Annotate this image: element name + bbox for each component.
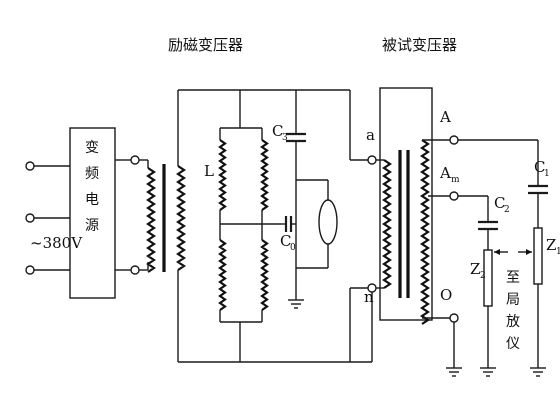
test-primary-coil	[382, 159, 392, 289]
z1-label: Z	[546, 236, 556, 254]
input-terminal-2	[25, 213, 35, 223]
input-terminal-1	[25, 161, 35, 171]
ground-symbol-c3	[288, 299, 304, 309]
test-transformer	[376, 139, 430, 325]
terminal-Am	[449, 191, 459, 201]
ground-symbol-z1	[530, 367, 546, 377]
frequency-converter-label: 变 频 电 源	[85, 140, 99, 234]
terminal-a	[367, 155, 377, 165]
excitation-secondary-coil	[176, 165, 186, 271]
test-secondary-coil	[420, 139, 430, 325]
terminal-a-label: a	[366, 126, 375, 144]
reactor-coil-1	[218, 139, 227, 211]
capacitor-c3	[286, 90, 306, 300]
freq-char-4: 源	[85, 218, 99, 234]
ground-symbol-z2	[480, 367, 496, 377]
signal-arrows	[494, 249, 532, 255]
reactor-label: L	[204, 162, 214, 180]
reactor-coil-4	[260, 239, 269, 311]
pd-char-4: 仪	[506, 336, 520, 352]
pd-char-1: 至	[506, 270, 520, 286]
converter-output-terminal-1	[130, 155, 140, 165]
capacitor-c0	[280, 216, 296, 232]
supply-voltage-label: ~380V	[30, 234, 83, 252]
c3-label: C	[272, 122, 283, 140]
z2-subscript: 2	[480, 271, 486, 281]
measuring-gap-icon	[318, 199, 338, 245]
test-transformer-title: 被试变压器	[382, 36, 457, 54]
c3-subscript: 3	[282, 133, 288, 143]
c0-subscript: 0	[290, 243, 296, 253]
terminal-A	[449, 135, 459, 145]
freq-char-1: 变	[85, 140, 99, 156]
pd-char-2: 局	[506, 292, 520, 308]
freq-char-2: 频	[85, 166, 99, 182]
terminal-O-label: O	[440, 286, 452, 304]
pd-char-3: 放	[506, 314, 520, 330]
terminal-O	[449, 313, 459, 323]
terminal-n-label: n	[364, 288, 374, 306]
arrow-left-icon	[494, 249, 500, 255]
excitation-primary-coil	[146, 167, 156, 273]
z2-label: Z	[470, 260, 480, 278]
reactor-coil-2	[260, 139, 269, 211]
test-transformer-tank	[379, 87, 433, 321]
converter-output-terminal-2	[130, 265, 140, 275]
terminal-A-label: A	[439, 108, 451, 126]
input-terminals	[25, 161, 70, 275]
compensation-reactor	[218, 90, 280, 362]
terminal-Am-subscript: m	[451, 175, 460, 185]
impedance-z1	[533, 227, 543, 285]
freq-char-3: 电	[85, 192, 99, 208]
c0-label: C	[280, 232, 291, 250]
excitation-transformer	[146, 160, 186, 273]
c2-subscript: 2	[504, 205, 510, 215]
to-pd-instrument-label: 至 局 放 仪	[506, 270, 520, 352]
capacitor-c1	[528, 140, 548, 228]
input-terminal-3	[25, 265, 35, 275]
excitation-transformer-title: 励磁变压器	[168, 36, 243, 54]
terminal-Am-label: A	[439, 164, 451, 182]
z1-subscript: 1	[556, 247, 560, 257]
arrow-right-icon	[526, 249, 532, 255]
ground-symbol-o	[446, 367, 462, 377]
c1-subscript: 1	[544, 169, 550, 179]
frequency-converter-box	[69, 127, 116, 299]
reactor-coil-3	[218, 239, 227, 311]
sphere-gap-meter	[296, 179, 338, 269]
c1-label: C	[534, 158, 545, 176]
c2-label: C	[494, 194, 505, 212]
capacitor-c2	[478, 196, 498, 250]
